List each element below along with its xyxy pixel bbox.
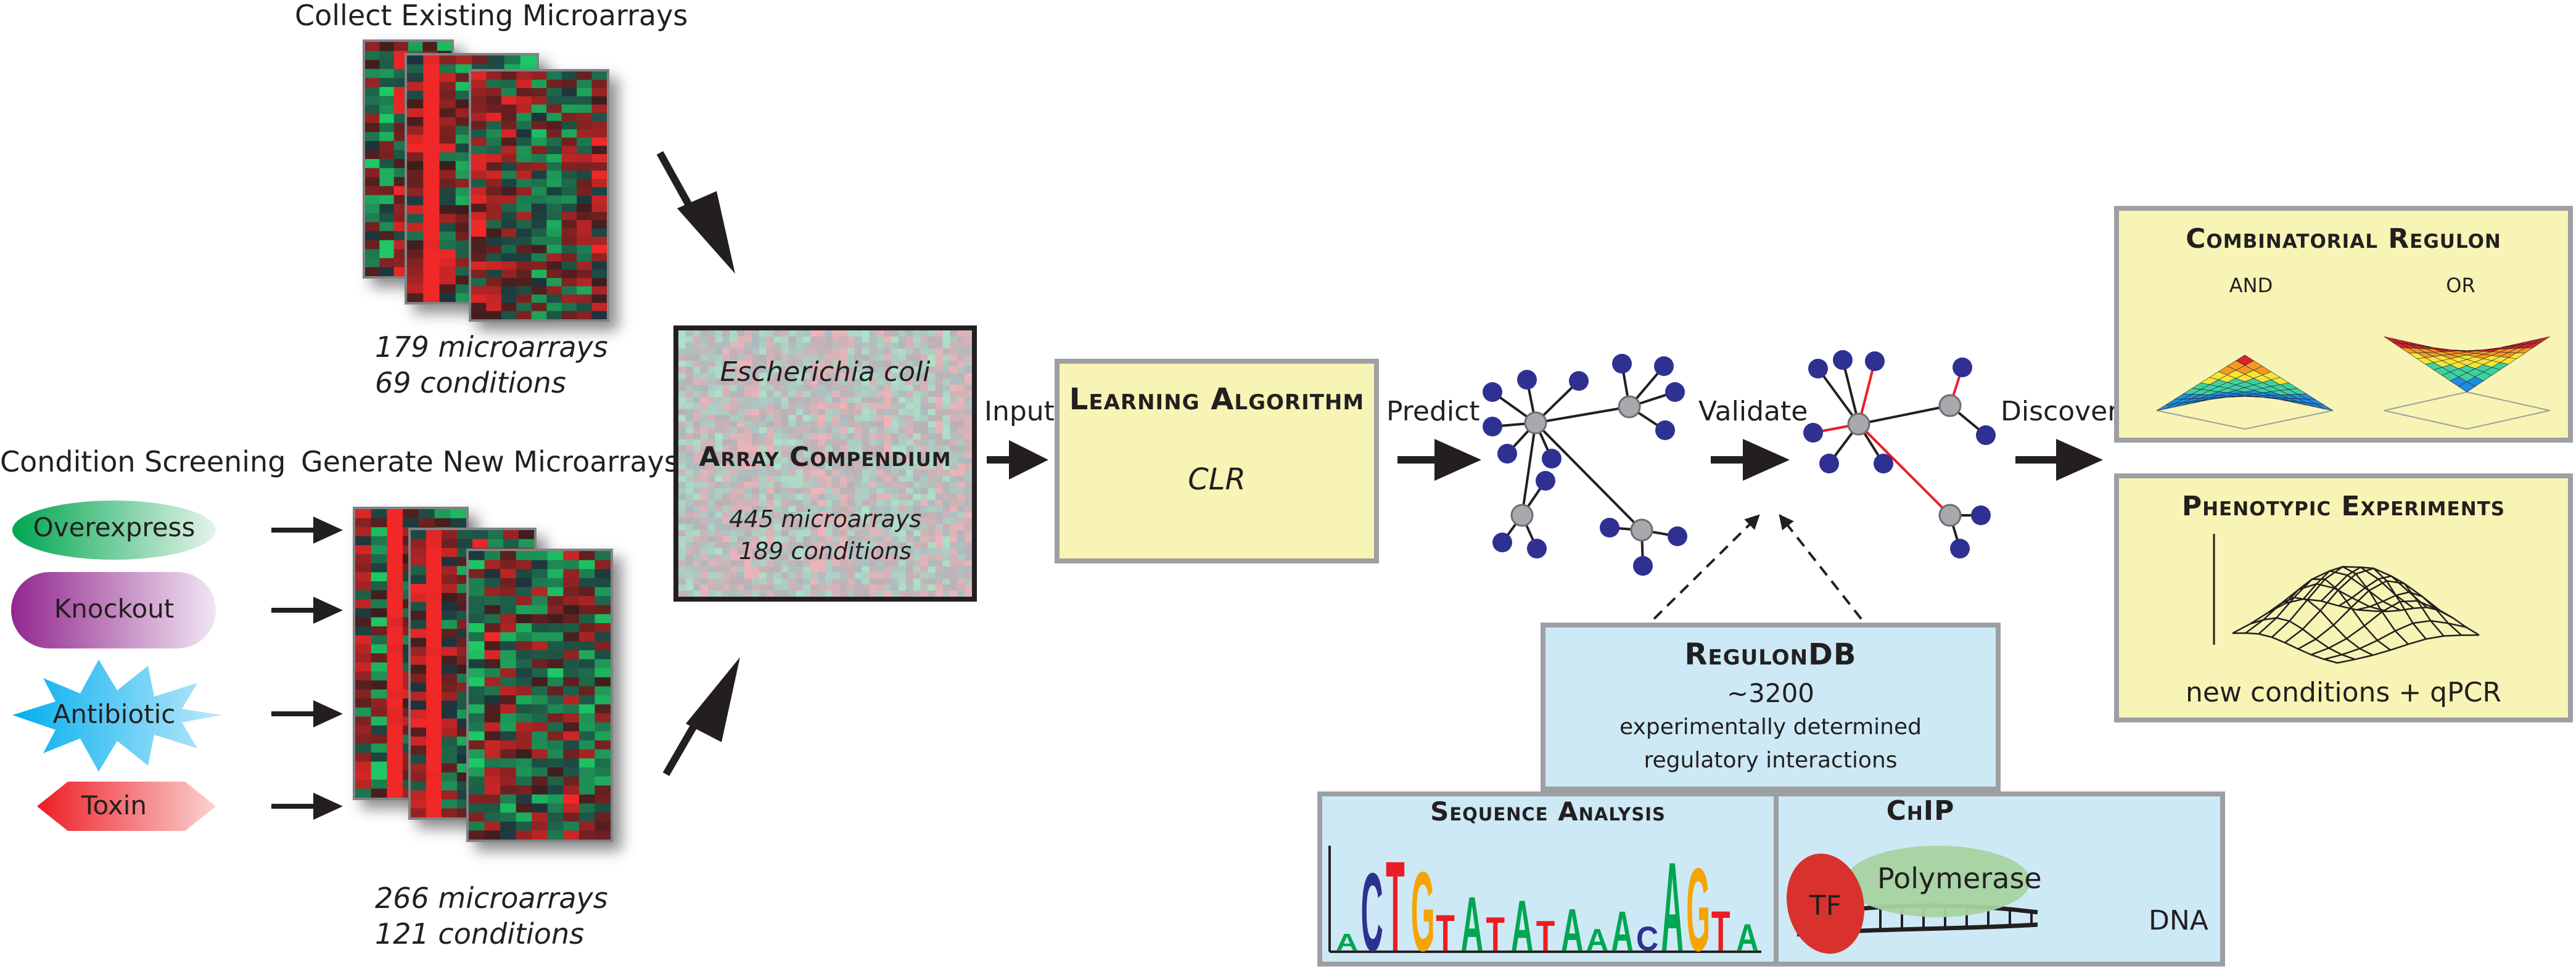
logo-letter: C xyxy=(1636,920,1658,959)
polymerase-label: Polymerase xyxy=(1877,862,2042,895)
predict-arrow xyxy=(1397,439,1481,481)
regulondb-dashed-arrow-left xyxy=(1653,514,1760,620)
new-heatmap-3 xyxy=(466,549,613,842)
overexpress-label: Overexpress xyxy=(33,512,195,542)
logo-letter: A xyxy=(1461,881,1483,963)
dna-label: DNA xyxy=(2149,905,2208,936)
logo-letter: C xyxy=(1361,851,1383,963)
condition-shapes xyxy=(11,501,222,831)
sequence-analysis-box xyxy=(1317,791,1779,967)
logo-letter: A xyxy=(1586,923,1608,957)
overexpress-shape xyxy=(12,501,216,560)
combinatorial-title: Combinatorial Regulon xyxy=(2186,223,2501,255)
validate-label: Validate xyxy=(1698,396,1808,427)
or-label: OR xyxy=(2446,274,2475,297)
collect-count-conditions: 69 conditions xyxy=(375,366,566,399)
and-label: AND xyxy=(2229,274,2273,297)
sequence-title: Sequence Analysis xyxy=(1430,796,1666,827)
predicted-network xyxy=(1483,354,1687,576)
antibiotic-shape xyxy=(12,660,222,772)
regulondb-dashed-arrow-right xyxy=(1779,514,1862,620)
learning-algorithm-box xyxy=(1055,359,1379,563)
input-arrow xyxy=(987,440,1048,480)
compendium-count-arrays: 445 microarrays xyxy=(728,505,922,533)
and-surface-plot xyxy=(2156,354,2334,430)
logo-letter: A xyxy=(1511,886,1533,963)
tf-label: TF xyxy=(1809,890,1842,922)
knockout-label: Knockout xyxy=(54,594,175,624)
phenotypic-caption: new conditions + qPCR xyxy=(2186,677,2501,708)
logo-letter: A xyxy=(1736,916,1758,959)
discover-label: Discover xyxy=(2001,396,2119,427)
polymerase-shape xyxy=(1845,846,2030,917)
learning-method: CLR xyxy=(1188,462,1246,497)
toxin-label: Toxin xyxy=(81,790,147,820)
or-surface-plot xyxy=(2384,336,2550,430)
generate-count-conditions: 121 conditions xyxy=(375,917,585,951)
existing-heatmap-3 xyxy=(469,69,609,322)
learning-title: Learning Algorithm xyxy=(1069,382,1365,417)
tf-shape xyxy=(1787,853,1864,954)
logo-letter: A xyxy=(1336,929,1358,955)
compendium-title: Array Compendium xyxy=(699,441,952,473)
array-compendium-box xyxy=(673,325,977,602)
phenotypic-title: Phenotypic Experiments xyxy=(2181,491,2506,522)
screening-arrows xyxy=(271,517,343,820)
logo-letter: A xyxy=(1561,897,1583,963)
validate-arrow xyxy=(1711,439,1790,481)
logo-letter: T xyxy=(1711,899,1730,963)
logo-letter: T xyxy=(1386,835,1405,963)
toxin-shape xyxy=(37,782,216,831)
regulondb-line1: experimentally determined xyxy=(1619,714,1922,740)
chip-illustration xyxy=(1787,846,2038,954)
screening-title: Condition Screening xyxy=(0,445,286,478)
collect-title: Collect Existing Microarrays xyxy=(295,0,688,32)
input-label: Input xyxy=(984,396,1055,427)
collect-count-arrays: 179 microarrays xyxy=(375,330,608,364)
generate-title: Generate New Microarrays xyxy=(301,445,679,478)
generate-arrowhead xyxy=(686,657,740,742)
compendium-count-conditions: 189 conditions xyxy=(738,538,912,565)
predict-label: Predict xyxy=(1386,396,1480,427)
logo-letter: T xyxy=(1536,912,1555,960)
logo-letter: G xyxy=(1411,849,1435,963)
regulondb-count: ~3200 xyxy=(1726,678,1815,708)
logo-letter: G xyxy=(1686,843,1710,963)
regulondb-line2: regulatory interactions xyxy=(1644,748,1898,773)
compendium-organism: Escherichia coli xyxy=(720,356,931,388)
regulondb-title: RegulonDB xyxy=(1684,637,1857,672)
generate-count-arrays: 266 microarrays xyxy=(375,881,608,915)
antibiotic-label: Antibiotic xyxy=(52,699,176,729)
logo-letter: T xyxy=(1486,907,1505,961)
knockout-shape xyxy=(11,572,216,648)
phenotypic-wireframe xyxy=(2213,534,2480,664)
logo-letter: T xyxy=(1436,904,1455,962)
collect-arrowhead xyxy=(677,191,735,274)
discover-arrow xyxy=(2015,439,2103,481)
logo-letter: A xyxy=(1661,836,1684,963)
logo-letter: A xyxy=(1611,899,1633,963)
chip-title: ChIP xyxy=(1886,795,1955,827)
validated-network xyxy=(1803,350,1996,558)
regulondb-box xyxy=(1541,623,2001,791)
